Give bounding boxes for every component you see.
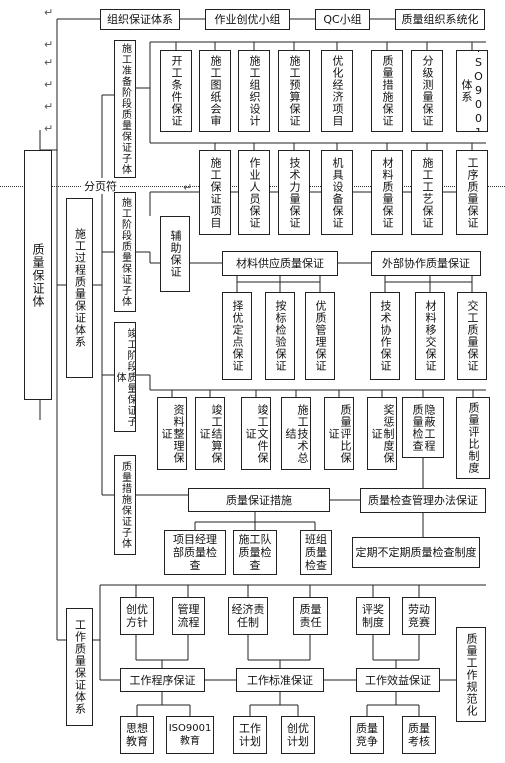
prep-item: ISO9001体系 [456,50,488,132]
work-top-item: 管理流程 [172,597,205,635]
return-mark: ↵ [44,122,54,135]
pm-inspection-box: 项目经理部质量检查 [164,530,226,575]
process-system-box: 施工过程质量保证体系 [66,198,93,378]
work-bottom-item: 质量竞争 [350,716,384,754]
material-item: 择优定点保证 [222,292,252,380]
prep-item-2: 机具设备保证 [321,150,353,235]
prep-item: 施工预算保证 [278,50,310,132]
prep-item: 分级测量保证 [411,50,443,132]
construct-stage-box: 施工阶段质量保证子体 [114,192,136,312]
complete-item: 竣工结算保证 [195,397,225,470]
quality-measures-box: 质量保证措施 [188,488,330,512]
return-mark: ↵ [44,6,54,19]
prep-item: 优化经济项目 [321,50,353,132]
material-supply-box: 材料供应质量保证 [222,251,338,276]
outsource-box: 外部协作质量保证 [371,251,481,276]
measure-stage-box: 质量措施保证子体 [114,455,136,555]
material-item: 优质管理保证 [305,292,335,380]
prep-item: 施工图纸会审 [199,50,231,132]
work-standardization-box: 质量工作规范化 [456,627,486,722]
top-team-box: 作业创优小组 [205,9,290,30]
return-mark: ↵ [44,38,54,51]
work-bottom-item: 创优计划 [281,716,315,754]
root-box: 质量保证体 [24,150,52,400]
aux-guarantee-box: 辅助保证 [160,216,190,292]
work-top-item: 创优方针 [120,597,154,635]
work-bottom-item: 质量考核 [402,716,436,754]
complete-stage-box: 竣工阶段质量保证子体 [114,322,136,432]
work-bottom-item: 思想教育 [120,716,154,754]
complete-item: 质量评比保证 [324,397,354,470]
work-system-box: 工作质量保证体系 [66,608,93,726]
complete-item: 质量评比制度 [456,397,490,479]
work-bottom-item: ISO9001教育 [166,716,214,754]
group-inspection-box: 班组质量检查 [300,530,332,575]
inspection-method-box: 质量检查管理办法保证 [360,488,486,513]
prep-item-2: 工序质量保证 [456,150,488,235]
complete-item: 隐蔽工程质量检查 [402,397,444,458]
complete-item: 施工技术总结 [281,397,311,470]
work-top-item: 质量责任 [293,597,328,635]
work-top-item: 经济责任制 [228,597,268,635]
material-item: 按标检验保证 [265,292,295,380]
work-procedure-box: 工作程序保证 [120,668,205,692]
team-inspection-box: 施工队质量检查 [233,530,277,575]
complete-item: 竣工文件保证 [241,397,271,470]
prep-item: 施工组织设计 [238,50,270,132]
prep-item: 开工条件保证 [160,50,192,132]
page-break-label: 分页符 [82,178,119,194]
work-benefit-box: 工作效益保证 [356,668,440,692]
work-top-item: 劳动竞赛 [402,597,436,635]
prep-item-2: 施工保证项目 [199,150,231,235]
return-mark: ↵ [183,181,193,194]
top-org-box: 组织保证体系 [100,9,180,30]
complete-item: 资料整理保证 [157,397,187,470]
prep-item-2: 材料质量保证 [371,150,403,235]
top-qc-box: QC小组 [315,9,370,30]
periodic-inspection-box: 定期不定期质量检查制度 [352,537,480,568]
complete-item: 奖惩制度保证 [367,397,397,470]
return-mark: ↵ [44,56,54,69]
return-mark: ↵ [44,78,54,91]
prep-item-2: 施工工艺保证 [411,150,443,235]
prep-item-2: 作业人员保证 [238,150,270,235]
work-standard-box: 工作标准保证 [236,668,324,692]
prep-item: 质量措施保证 [371,50,403,132]
return-mark: ↵ [44,100,54,113]
top-system-box: 质量组织系统化 [395,9,485,30]
outsource-item: 技术协作保证 [370,292,400,380]
outsource-item: 材料移交保证 [415,292,445,380]
work-top-item: 评奖制度 [356,597,390,635]
prep-stage-box: 施工准备阶段质量保证子体 [114,40,136,178]
outsource-item: 交工质量保证 [457,292,487,380]
work-bottom-item: 工作计划 [233,716,267,754]
prep-item-2: 技术力量保证 [278,150,310,235]
